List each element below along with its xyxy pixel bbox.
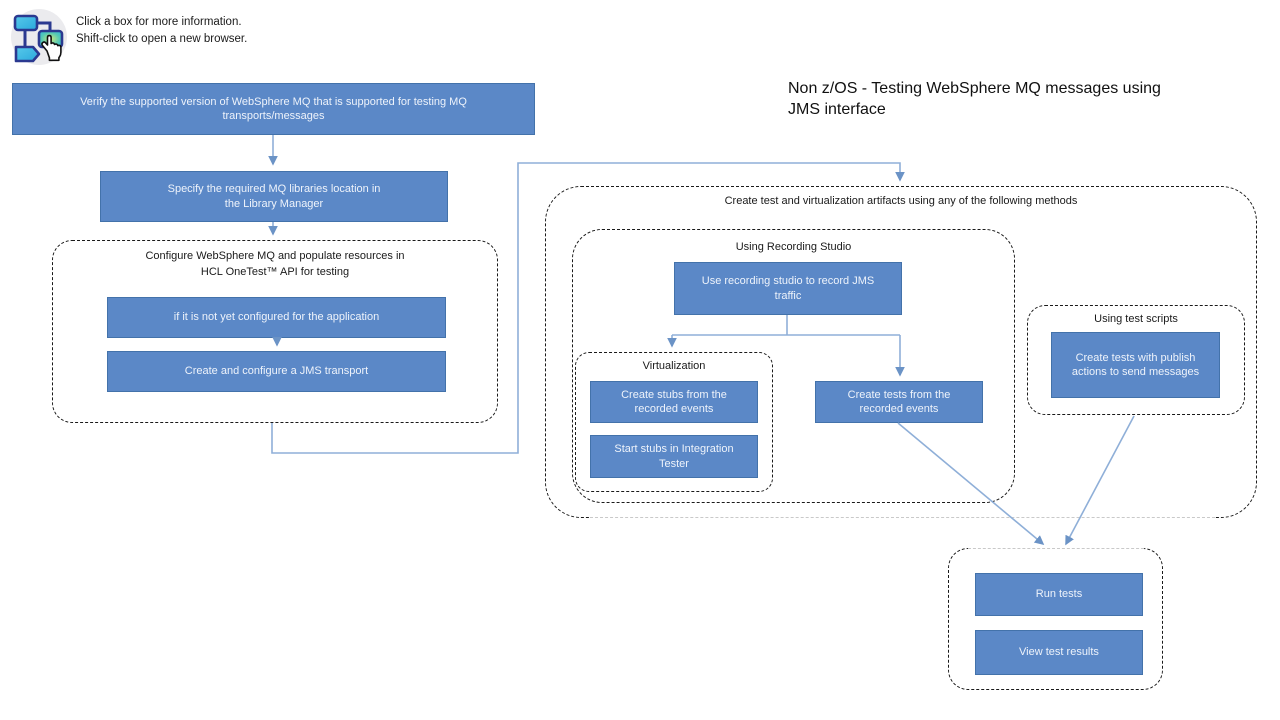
node-view-test-results[interactable]: View test results bbox=[975, 630, 1143, 675]
node-verify-supported-version[interactable]: Verify the supported version of WebSpher… bbox=[12, 83, 535, 135]
group-configure-title: Configure WebSphere MQ and populate reso… bbox=[145, 250, 405, 278]
hand-cursor-icon bbox=[41, 34, 62, 62]
group-create-artifacts-title: Create test and virtualization artifacts… bbox=[724, 195, 1078, 207]
page-title: Non z/OS - Testing WebSphere MQ messages… bbox=[788, 80, 1161, 119]
flowchart-click-icon bbox=[11, 9, 67, 65]
group-using-test-scripts bbox=[1027, 305, 1245, 415]
node-if-not-configured[interactable]: if it is not yet configured for the appl… bbox=[107, 297, 446, 338]
icon-decision-shape bbox=[14, 45, 41, 63]
node-run-tests[interactable]: Run tests bbox=[975, 573, 1143, 616]
header-instructions: Click a box for more information. Shift-… bbox=[76, 16, 248, 45]
node-create-tests-publish[interactable]: Create tests with publish actions to sen… bbox=[1051, 332, 1220, 398]
group-test-scripts-title: Using test scripts bbox=[1094, 313, 1178, 325]
icon-process-box bbox=[13, 14, 39, 32]
node-create-stubs[interactable]: Create stubs from the recorded events bbox=[590, 381, 758, 423]
group-virtualization-title: Virtualization bbox=[642, 360, 706, 372]
node-start-stubs[interactable]: Start stubs in Integration Tester bbox=[590, 435, 758, 478]
run-group-muted-top-edge bbox=[968, 548, 1144, 551]
node-use-recording-studio[interactable]: Use recording studio to record JMS traff… bbox=[674, 262, 902, 315]
group-recording-title: Using Recording Studio bbox=[735, 241, 852, 253]
artifacts-group-muted-bottom-edge bbox=[590, 517, 1215, 521]
node-create-jms-transport[interactable]: Create and configure a JMS transport bbox=[107, 351, 446, 392]
icon-connector-elbow bbox=[36, 21, 52, 32]
node-create-tests-recorded[interactable]: Create tests from the recorded events bbox=[815, 381, 983, 423]
node-specify-mq-libraries[interactable]: Specify the required MQ libraries locati… bbox=[100, 171, 448, 222]
